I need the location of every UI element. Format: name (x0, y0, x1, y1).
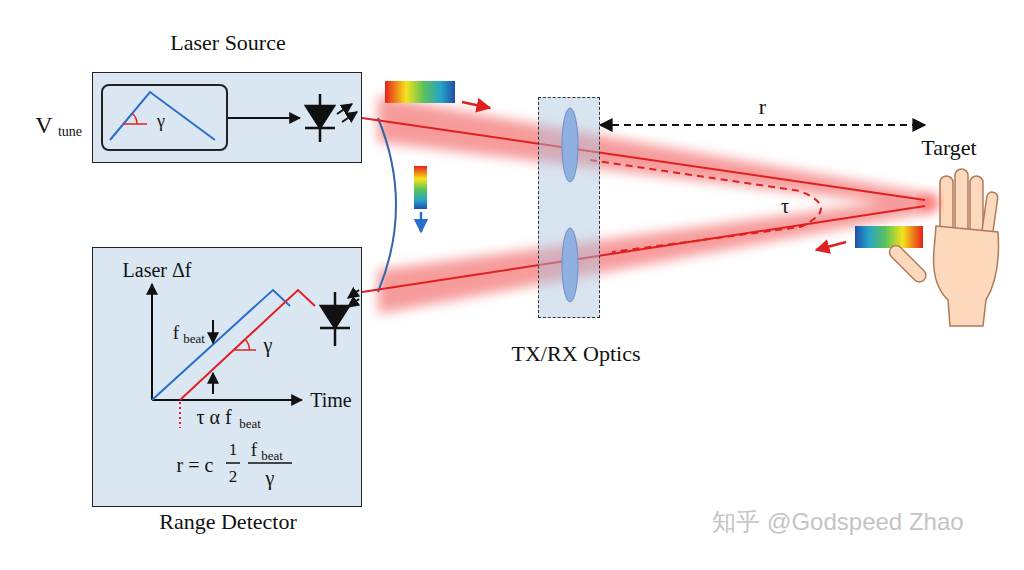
edge-label: r (759, 95, 766, 119)
beat-symbol: f (173, 323, 179, 344)
chirp-plot (151, 284, 153, 400)
optics-box: TX/RX Optics (538, 97, 600, 318)
chirp-color-bar (816, 242, 846, 250)
laser-beam (362, 118, 925, 200)
photodiode-symbol (320, 290, 359, 346)
hand-target (934, 226, 999, 326)
target-label: Target (921, 136, 976, 160)
formula-text: f (251, 440, 257, 461)
optics-lens (562, 228, 578, 302)
laser-diode-symbol (306, 106, 334, 128)
hand-target (955, 169, 968, 235)
chirp-plot (152, 284, 315, 428)
chirp-plot (152, 290, 290, 400)
laser-beam-glow (378, 96, 930, 208)
relation-text: τ α f (196, 406, 231, 428)
chirp-color-bar (855, 226, 923, 248)
panel-title: Range Detector (159, 510, 296, 534)
chirp-bracket (378, 118, 396, 292)
laser-beam-glow (378, 196, 930, 314)
tune-waveform (110, 92, 215, 140)
chirp-plot (235, 349, 257, 351)
axis-label: Laser Δf (123, 259, 192, 281)
panel-box: Laser Sourceγ (92, 72, 362, 163)
beat-subscript: beat (239, 417, 261, 431)
laser-beam (362, 206, 925, 292)
drive-arrow (228, 117, 300, 119)
optics-lens (562, 108, 578, 302)
laser-diode-symbol (305, 94, 357, 142)
chirp-plot (246, 340, 250, 350)
delay-path (590, 160, 821, 252)
beat-subscript: beat (183, 332, 205, 346)
range-arrow (600, 124, 925, 126)
hand-target (887, 169, 999, 326)
tune-waveform (123, 123, 147, 125)
panel-box: Range Detector (92, 247, 362, 507)
hand-target (887, 243, 929, 285)
formula-text: γ (266, 467, 275, 489)
panel-title: Laser Source (170, 31, 285, 55)
formula-text: r = c (177, 454, 214, 476)
photodiode-symbol (348, 290, 359, 298)
formula-subscript: beat (261, 449, 283, 463)
formula-text: 1 (229, 441, 238, 460)
laser-diode-symbol (319, 94, 322, 142)
chirp-plot (212, 320, 214, 343)
optics-lens (562, 108, 578, 182)
laser-diode-symbol (342, 112, 357, 122)
laser-diode-symbol (305, 127, 335, 130)
chirp-color-bar (385, 81, 923, 250)
beam-spot (920, 194, 940, 212)
delay-symbol: τ (781, 195, 789, 217)
fraction-bar (248, 462, 292, 464)
tune-waveform (110, 92, 215, 140)
fraction-bar (226, 462, 240, 464)
laser-beam-glow (378, 96, 930, 314)
photodiode-symbol (348, 299, 359, 307)
fraction-bar (226, 462, 292, 464)
photodiode-symbol (320, 327, 350, 330)
laser-diode-symbol (337, 104, 352, 114)
slope-symbol: γ (157, 112, 165, 132)
chirp-plot (179, 402, 181, 428)
signal-name: V (35, 112, 52, 138)
chirp-color-bar (462, 102, 490, 108)
chirp-plot (212, 373, 214, 394)
axis-label: Time (310, 389, 352, 411)
formula-text: 2 (229, 468, 238, 487)
chirp-color-bar (414, 166, 427, 209)
signal-subscript: tune (58, 124, 82, 139)
photodiode-symbol (334, 292, 337, 346)
chirp-color-bar (420, 212, 423, 232)
tune-waveform (132, 113, 137, 124)
panel-title: TX/RX Optics (512, 342, 641, 366)
tuning-box: γ (101, 84, 228, 151)
chirp-plot (152, 399, 302, 401)
chirp-color-bar (385, 81, 455, 103)
hand-target (970, 176, 983, 238)
slope-symbol: γ (264, 334, 273, 356)
watermark: 知乎 @Godspeed Zhao (712, 509, 963, 535)
photodiode-symbol (321, 306, 349, 328)
chirp-plot (180, 290, 315, 400)
target-region: Target (925, 100, 1005, 330)
